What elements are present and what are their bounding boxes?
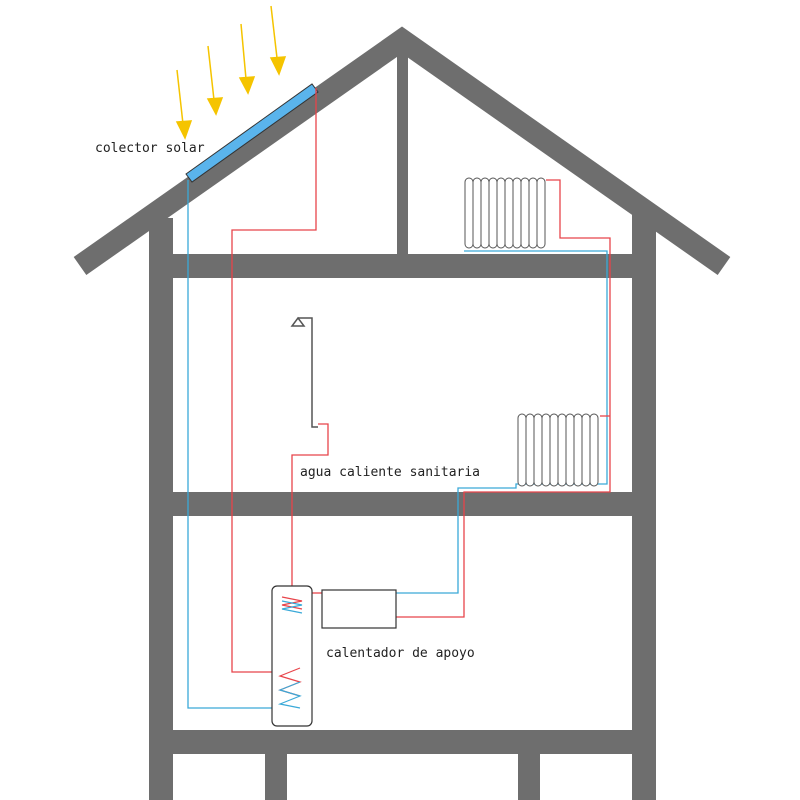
solar-return-pipe	[187, 180, 278, 709]
roof-post	[397, 48, 408, 258]
solar-flow-pipe	[231, 88, 317, 673]
storage-tank	[271, 585, 313, 727]
radiator-upper-floor	[517, 413, 599, 487]
hot-pipes	[231, 88, 611, 673]
sun-ray-arrow-icon	[238, 23, 256, 95]
dhw-supply-pipe	[291, 423, 329, 586]
sun-ray-arrow-icon	[206, 45, 224, 116]
roof	[73, 26, 731, 276]
radiator-return-pipe	[396, 250, 608, 594]
tank-coil-bottom-blue	[277, 681, 302, 709]
foundation-pier-left	[265, 754, 287, 800]
shower-icon	[290, 316, 318, 428]
cold-pipes	[187, 180, 608, 709]
radiator-attic	[464, 177, 546, 249]
floor-ground	[149, 730, 656, 754]
sun-ray-arrow-icon	[175, 69, 193, 140]
floor-upper	[149, 492, 656, 516]
label-backup-heater: calentador de apoyo	[326, 646, 475, 661]
solar-collector-panel	[185, 83, 319, 183]
sun-ray-arrow-icon	[269, 5, 287, 76]
backup-heater	[321, 589, 397, 629]
tank-coil-top-blue	[281, 600, 303, 614]
label-domestic-hot-water: agua caliente sanitaria	[300, 465, 480, 480]
sun-rays	[175, 5, 287, 140]
floor-attic	[149, 254, 656, 278]
house-structure	[73, 26, 731, 800]
foundation-pier-right	[518, 754, 540, 800]
radiator-flow-pipe	[396, 179, 611, 618]
label-solar-collector: colector solar	[95, 141, 205, 156]
